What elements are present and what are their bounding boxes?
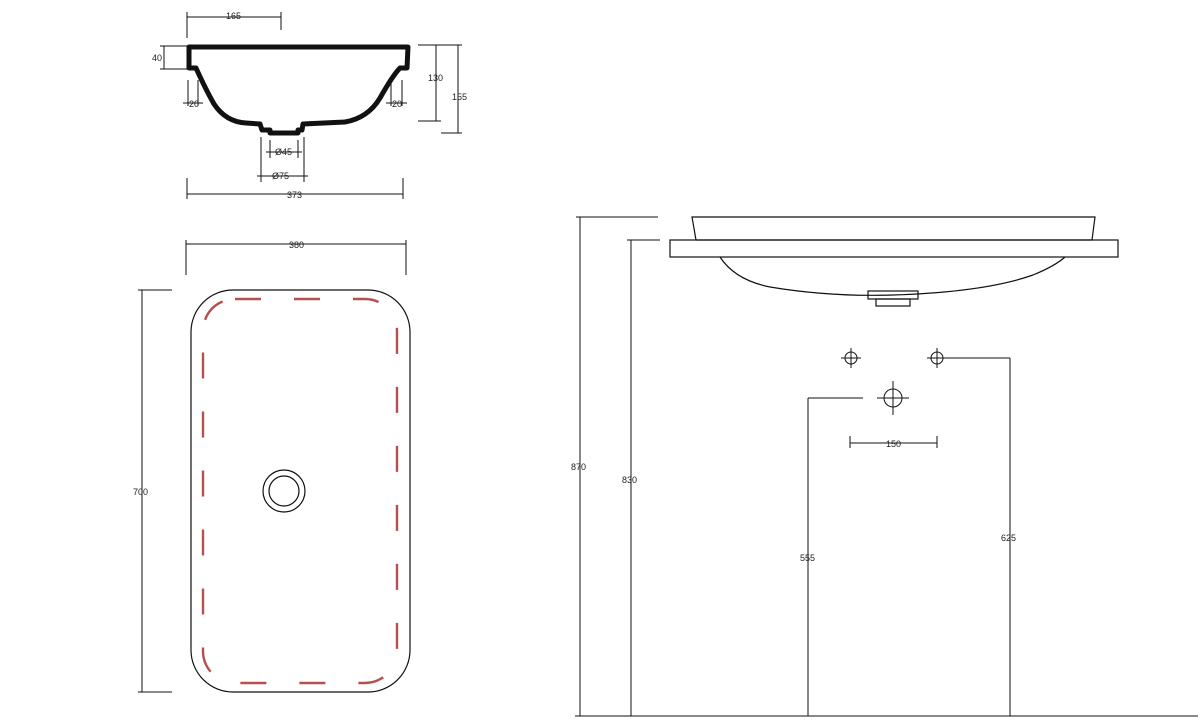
section-view: 165 40 20 20 130 155 Ø45 Ø75: [152, 11, 467, 200]
dim-label-373: 373: [287, 190, 302, 200]
dim-label-870: 870: [571, 462, 586, 472]
dim-label-155: 155: [452, 92, 467, 102]
top-view: 380 700: [133, 240, 411, 693]
dim-label-d45: Ø45: [275, 147, 292, 157]
drain-outer-circle: [262, 469, 306, 513]
bowl-inner-edge-dashed: [201, 297, 399, 685]
drain-inner-circle: [268, 475, 300, 507]
drain-spigot-lower: [875, 298, 911, 307]
dim-label-380: 380: [289, 240, 304, 250]
dim-label-d75: Ø75: [272, 171, 289, 181]
dim-label-700: 700: [133, 487, 148, 497]
tap-hole-right-icon: [927, 348, 1010, 368]
countertop: [669, 239, 1119, 258]
waste-outlet-icon: [808, 381, 909, 415]
elevation-view: 870 830 150 555: [571, 216, 1198, 717]
basin-rim: [691, 216, 1096, 241]
dim-label-830: 830: [622, 475, 637, 485]
dim-label-40: 40: [152, 53, 162, 63]
dim-label-130: 130: [428, 73, 443, 83]
dim-label-625: 625: [1001, 533, 1016, 543]
basin-top-outline: [190, 289, 411, 693]
basin-section-profile: [186, 44, 411, 136]
dim-label-20-left: 20: [189, 99, 199, 109]
dim-label-20-right: 20: [392, 99, 402, 109]
under-bowl: [719, 256, 1066, 296]
dim-label-555: 555: [800, 553, 815, 563]
dim-label-165: 165: [226, 11, 241, 21]
tap-hole-left-icon: [841, 348, 861, 368]
dim-label-150: 150: [886, 439, 901, 449]
